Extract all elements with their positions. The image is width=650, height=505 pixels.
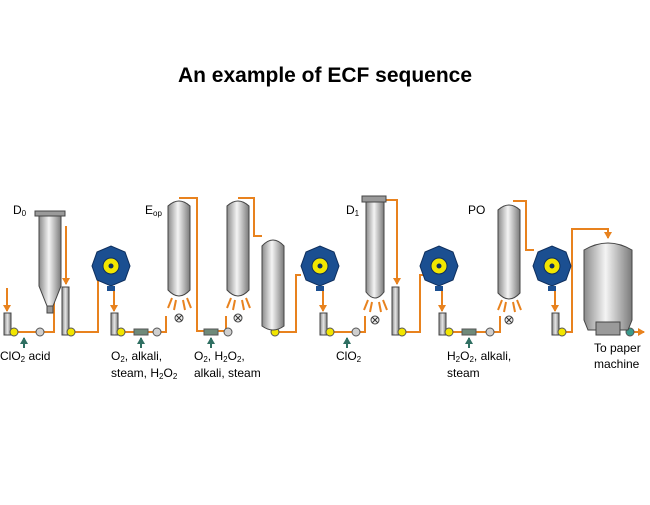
eop-tower-2 [226,200,251,323]
output-label: To paper machine [594,341,641,371]
standpipe-pumps [3,286,560,336]
stage-label-d0: D0 [13,203,27,218]
chemical-label-d0: ClO2 acid [0,349,51,364]
chemical-addition-arrows [20,337,473,348]
chemical-label-po: H2O2, alkali, steam [447,349,512,380]
page-title: An example of ECF sequence [177,64,473,87]
press-3 [419,245,459,291]
stage-label-po: PO [468,203,486,217]
d1-tower [361,195,388,325]
eop-tower-1 [167,200,192,323]
d0-tower [34,210,66,314]
press-2 [300,245,340,291]
storage-tank [583,242,633,336]
chemical-label-d1: ClO2 [336,349,362,364]
chemical-label-eop-1: O2, alkali, steam, H2O2 [111,349,178,381]
press-1 [91,245,131,291]
chemical-label-eop-2: O2, H2O2, alkali, steam [194,349,261,380]
po-tower [497,204,522,325]
stage-label-d1: D1 [346,203,360,218]
stage-label-eop: Eop [145,203,162,218]
press-4 [532,245,572,291]
eop-washer-tank [261,239,285,331]
